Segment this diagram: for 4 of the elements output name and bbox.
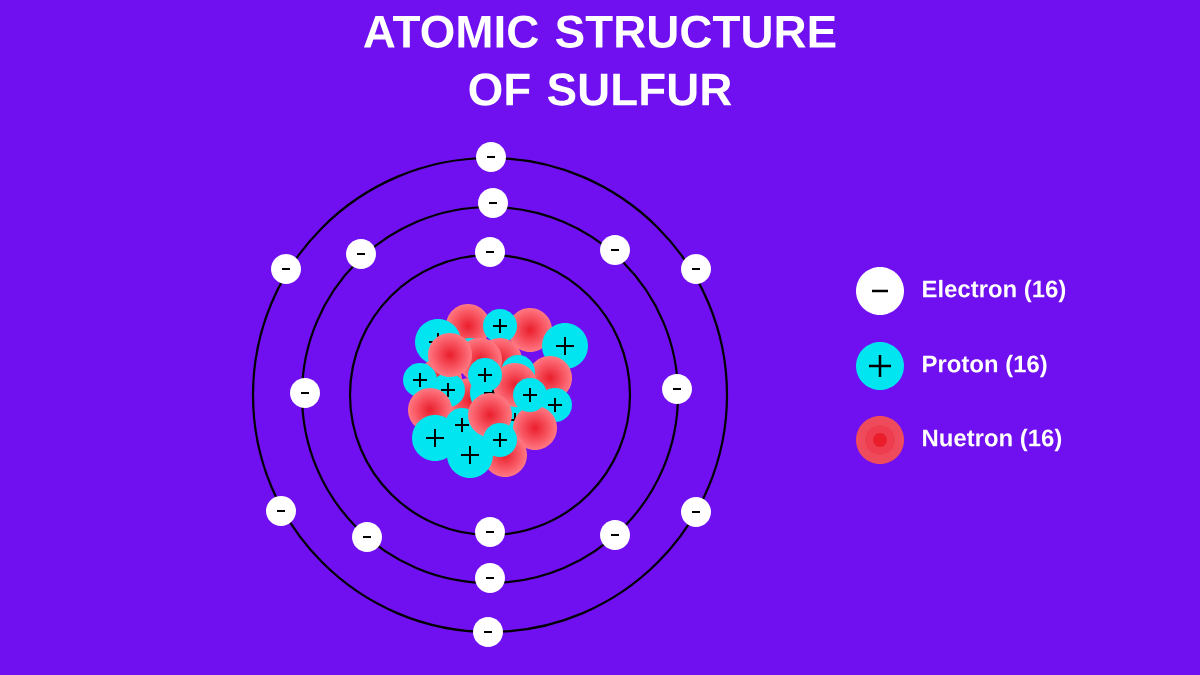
legend-label: Nuetron (16)	[923, 428, 1062, 452]
title: ATOMIC STRUCTURE OF SULFUR	[363, 15, 836, 106]
legend-label: Electron (16)	[923, 279, 1066, 303]
legend-label: Proton (16)	[923, 354, 1047, 378]
